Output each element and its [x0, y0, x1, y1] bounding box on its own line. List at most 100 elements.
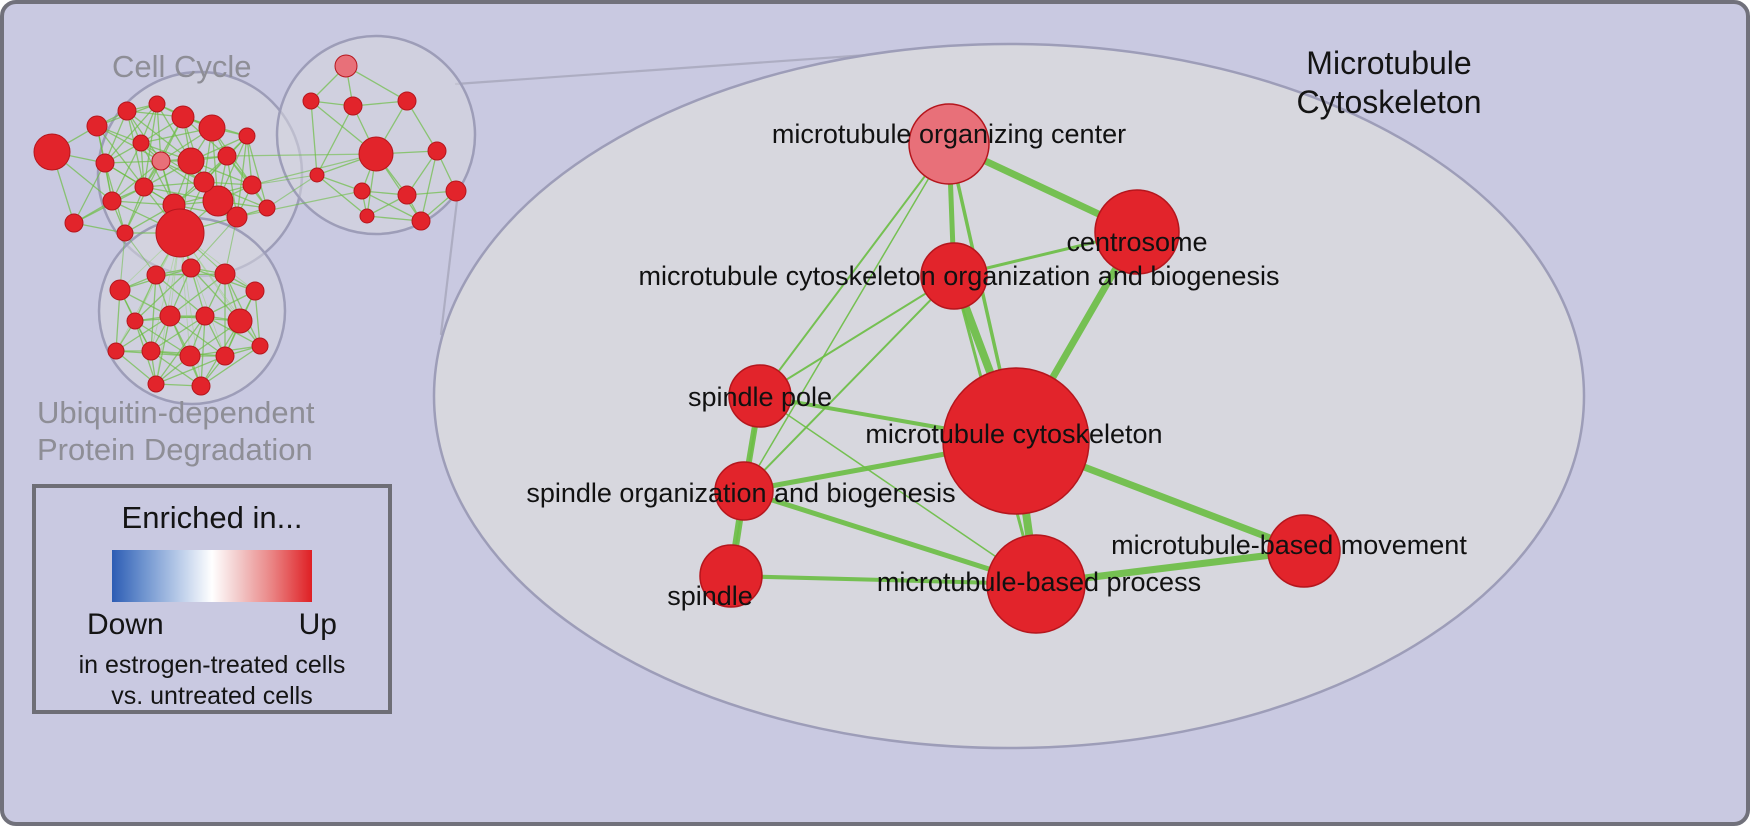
mini-node: [102, 191, 122, 211]
mini-edge: [155, 355, 226, 385]
mini-node: [445, 180, 467, 202]
mini-node: [171, 105, 195, 129]
mini-node: [202, 185, 234, 217]
mini-edge: [134, 267, 192, 322]
legend-caption-line2: vs. untreated cells: [111, 682, 313, 710]
zoom-node-label: microtubule cytoskeleton: [865, 419, 1162, 449]
mini-node: [141, 341, 161, 361]
mini-node: [109, 279, 131, 301]
mini-edge: [111, 160, 162, 202]
mini-node: [193, 171, 215, 193]
mini-edge: [155, 274, 206, 317]
mini-node: [117, 101, 137, 121]
zoom-node: [1267, 514, 1341, 588]
mini-edge: [226, 153, 377, 157]
mini-node: [309, 167, 325, 183]
zoom-edge: [729, 574, 1038, 586]
network-scene: microtubule organizing centercentrosomem…: [33, 34, 1586, 750]
zoom-node-label: spindle pole: [688, 382, 832, 412]
mini-node: [95, 153, 115, 173]
mini-edge: [310, 100, 318, 176]
mini-node: [334, 54, 358, 78]
legend-axis-labels: Down Up: [87, 608, 337, 642]
mini-node: [358, 136, 394, 172]
mini-edge: [236, 190, 363, 218]
mini-node: [151, 151, 171, 171]
mini-edge: [115, 315, 171, 352]
mini-node: [359, 208, 375, 224]
mini-node: [146, 265, 166, 285]
mini-node: [343, 96, 363, 116]
mini-edge: [246, 135, 268, 209]
microtubule-label-line1: Microtubule: [1306, 45, 1472, 81]
mini-edge: [115, 350, 157, 385]
zoom-node-label: microtubule organizing center: [772, 119, 1126, 149]
mini-edge: [150, 315, 206, 352]
mini-node: [191, 376, 211, 396]
mini-node: [134, 177, 154, 197]
mini-cluster-circle: [275, 34, 477, 236]
zoom-node: [728, 364, 792, 428]
mini-node: [147, 375, 165, 393]
zoom-node: [920, 242, 988, 310]
mini-edge: [406, 100, 438, 152]
legend-up-label: Up: [298, 608, 337, 641]
mini-edge: [251, 174, 318, 186]
mini-node: [302, 92, 320, 110]
mini-node: [86, 115, 108, 137]
zoom-edge: [759, 275, 955, 397]
cluster-label-cell-cycle: Cell Cycle: [112, 49, 252, 84]
mini-node: [245, 281, 265, 301]
mini-edge: [140, 142, 175, 206]
mini-node: [116, 224, 134, 242]
mini-node: [397, 185, 417, 205]
mini-edge: [361, 190, 422, 222]
mini-node: [33, 133, 71, 171]
mini-edge: [420, 150, 438, 222]
ubiquitin-label-line1: Ubiquitin-dependent: [37, 395, 315, 430]
mini-node: [238, 127, 256, 145]
mini-node: [198, 114, 226, 142]
mini-node: [195, 306, 215, 326]
mini-edge: [155, 315, 171, 385]
zoom-node: [1094, 189, 1180, 275]
mini-edge: [150, 274, 157, 352]
mini-edge: [345, 65, 408, 102]
cluster-label-microtubule: Microtubule Cytoskeleton: [1272, 44, 1506, 122]
mini-node: [411, 211, 431, 231]
mini-node: [217, 146, 237, 166]
mini-edge: [190, 216, 238, 269]
mini-node: [427, 141, 447, 161]
cluster-label-ubiquitin: Ubiquitin-dependent Protein Degradation: [37, 394, 315, 468]
mini-edge: [140, 142, 205, 183]
zoom-node-label: microtubule-based movement: [1111, 530, 1467, 560]
mini-node: [107, 342, 125, 360]
mini-node: [242, 175, 262, 195]
mini-edge: [200, 315, 206, 387]
microtubule-label-line2: Cytoskeleton: [1296, 84, 1482, 120]
mini-edge: [104, 103, 158, 164]
mini-node: [132, 134, 150, 152]
mini-node: [397, 91, 417, 111]
mini-edge: [124, 160, 162, 234]
mini-node: [251, 337, 269, 355]
mini-edge: [155, 315, 206, 385]
mini-edge: [96, 125, 162, 162]
mini-node: [227, 308, 253, 334]
mini-node: [353, 182, 371, 200]
mini-node: [226, 206, 248, 228]
legend-down-label: Down: [87, 608, 164, 641]
mini-node: [215, 346, 235, 366]
mini-node: [159, 305, 181, 327]
mini-node: [258, 199, 276, 217]
mini-edge: [96, 125, 145, 188]
ubiquitin-label-line2: Protein Degradation: [37, 432, 313, 467]
mini-edge: [266, 174, 318, 209]
zoom-edge: [759, 395, 1037, 585]
zoom-node: [986, 534, 1086, 634]
zoom-connector-line: [439, 182, 461, 336]
zoom-edge: [743, 143, 950, 492]
zoom-node: [908, 103, 990, 185]
mini-node: [155, 208, 205, 258]
zoom-node: [699, 544, 763, 608]
